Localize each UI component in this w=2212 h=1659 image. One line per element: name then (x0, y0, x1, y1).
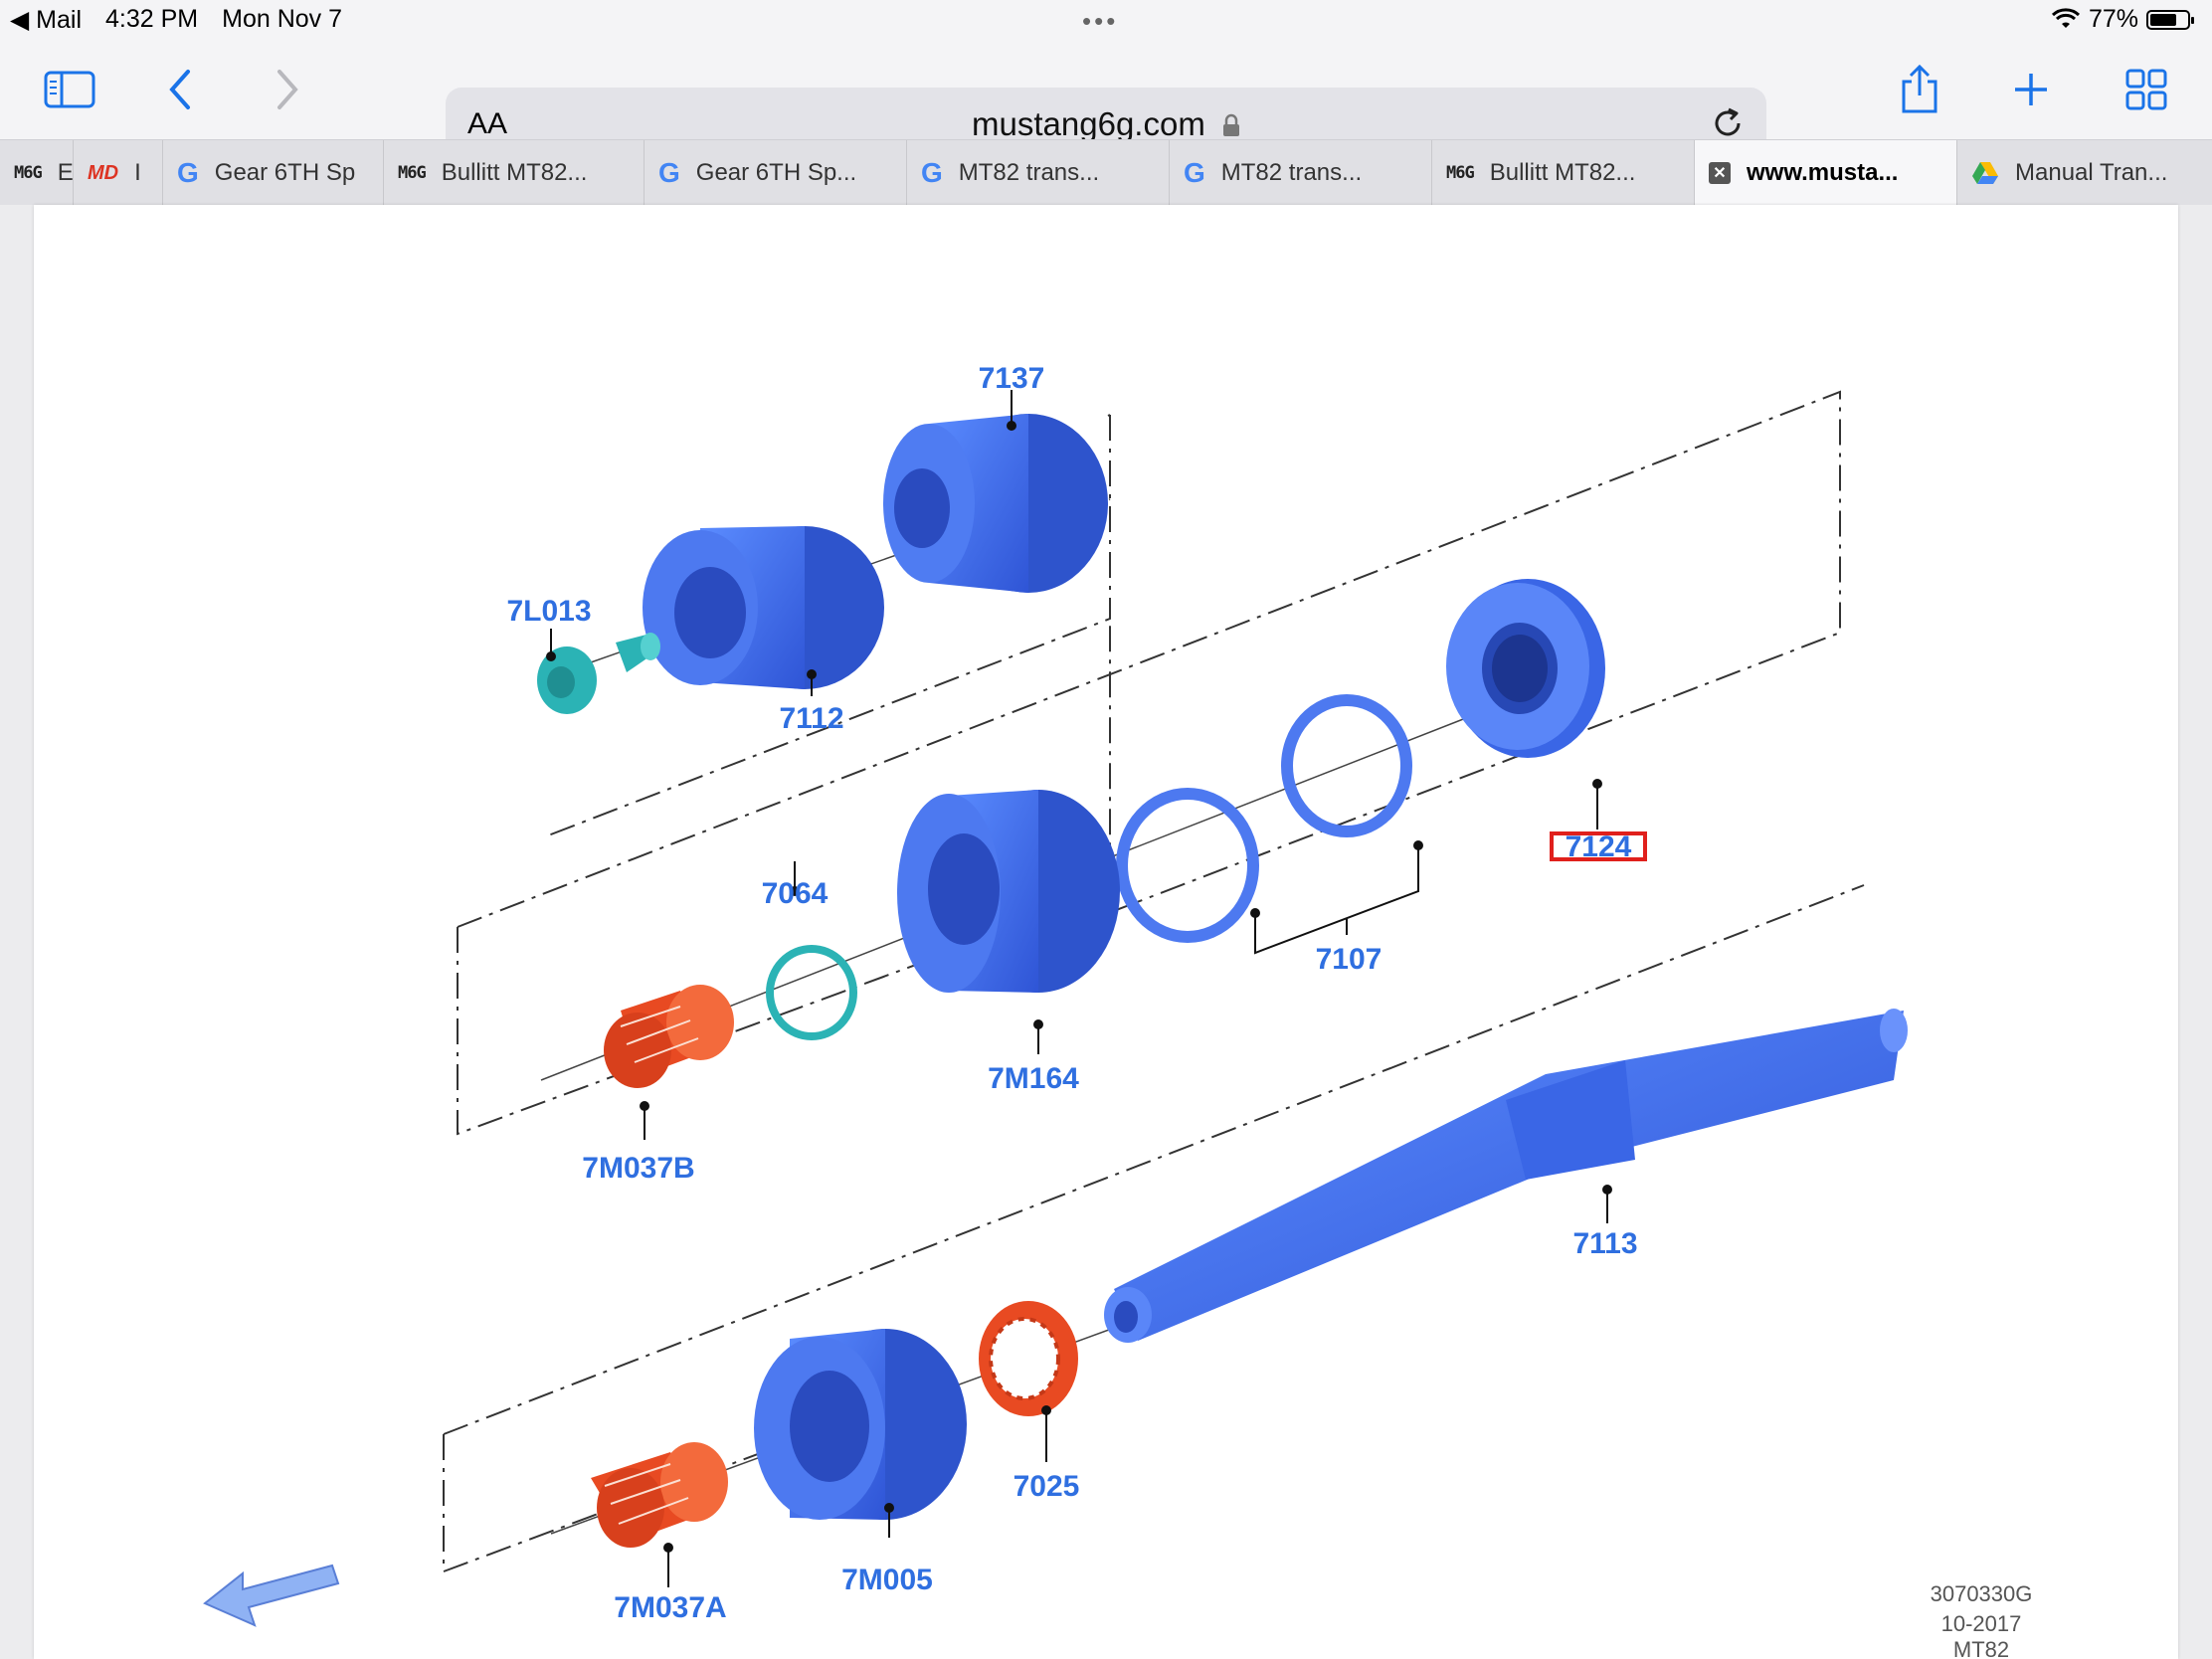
label-7M037A[interactable]: 7M037A (614, 1591, 726, 1624)
exploded-parts-diagram: 7137 7L013 7112 7124 7064 7107 7M164 7M0… (203, 362, 2033, 1659)
m6g-favicon-icon: M6G (1446, 163, 1475, 183)
tab-2[interactable]: MD I (74, 140, 163, 206)
label-7L013[interactable]: 7L013 (506, 595, 591, 628)
part-7M164-gear[interactable] (897, 790, 1120, 993)
status-bar: ◀ Mail 4:32 PM Mon Nov 7 ••• 77% (0, 0, 2212, 40)
status-date: Mon Nov 7 (222, 5, 343, 33)
label-7M164[interactable]: 7M164 (988, 1062, 1079, 1095)
back-button[interactable] (151, 60, 211, 119)
label-7113[interactable]: 7113 (1572, 1227, 1637, 1260)
url-text: mustang6g.com (972, 105, 1205, 142)
part-7113-shaft[interactable] (1104, 1009, 1908, 1343)
tab-title: I (134, 159, 141, 186)
tab-10[interactable]: Manual Tran... (1957, 140, 2212, 206)
browser-toolbar: AA mustang6g.com (0, 40, 2212, 159)
google-favicon-icon: G (921, 157, 943, 188)
part-7025-cage-bearing[interactable] (979, 1301, 1078, 1416)
label-7M005[interactable]: 7M005 (841, 1564, 933, 1596)
reload-icon[interactable] (1709, 103, 1749, 143)
google-favicon-icon: G (177, 157, 199, 188)
label-7025[interactable]: 7025 (1014, 1470, 1080, 1503)
status-time: 4:32 PM (105, 5, 199, 33)
tab-title: Manual Tran... (2015, 159, 2168, 186)
part-7107-sync-rings[interactable] (1116, 694, 1412, 943)
tab-9-active[interactable]: ✕ www.musta... (1695, 140, 1957, 206)
tab-3[interactable]: G Gear 6TH Sp (163, 140, 384, 206)
close-tab-icon[interactable]: ✕ (1709, 162, 1731, 184)
label-7137[interactable]: 7137 (979, 362, 1045, 395)
web-content: 7137 7L013 7112 7124 7064 7107 7M164 7M0… (0, 205, 2212, 1659)
label-7124[interactable]: 7124 (1566, 830, 1632, 863)
wifi-icon (2051, 7, 2080, 28)
label-7064[interactable]: 7064 (762, 877, 829, 910)
tab-bar: M6G E MD I G Gear 6TH Sp M6G Bullitt MT82...… (0, 139, 2212, 207)
part-7112-gear[interactable] (643, 526, 884, 689)
part-7124-hub[interactable] (1446, 579, 1605, 758)
part-7M037B-needle-bearing[interactable] (604, 985, 734, 1088)
new-tab-plus-icon[interactable] (2001, 60, 2061, 119)
forward-button[interactable] (257, 60, 316, 119)
tab-title: Gear 6TH Sp (214, 159, 356, 186)
drawing-model: MT82 (1953, 1637, 2009, 1659)
battery-percent: 77% (2088, 5, 2138, 33)
google-favicon-icon: G (658, 157, 680, 188)
tab-title: www.musta... (1747, 159, 1899, 186)
m6g-favicon-icon: M6G (14, 163, 43, 183)
google-drive-favicon-icon (1972, 162, 1998, 184)
google-favicon-icon: G (1184, 157, 1205, 188)
tab-title: E (57, 159, 74, 186)
drawing-ref-number: 3070330G (1931, 1581, 2033, 1606)
highlighted-part-box (1550, 831, 1647, 861)
m6g-favicon-icon: M6G (398, 163, 427, 183)
tab-title: MT82 trans... (1220, 159, 1363, 186)
tab-5[interactable]: G Gear 6TH Sp... (645, 140, 907, 206)
multitasking-dots-icon[interactable]: ••• (1082, 6, 1119, 36)
label-7112[interactable]: 7112 (779, 702, 843, 735)
tab-6[interactable]: G MT82 trans... (907, 140, 1170, 206)
tab-1[interactable]: M6G E (0, 140, 74, 206)
drawing-date: 10-2017 (1941, 1611, 2022, 1636)
url-display[interactable]: mustang6g.com (446, 105, 1766, 143)
reader-aa-button[interactable]: AA (467, 107, 508, 140)
tab-title: MT82 trans... (958, 159, 1100, 186)
tab-overview-icon[interactable] (2117, 60, 2176, 119)
part-7M037A-needle-bearing[interactable] (591, 1442, 728, 1548)
battery-icon (2146, 9, 2194, 30)
lock-icon (1222, 113, 1239, 136)
sidebar-toggle-icon[interactable] (40, 60, 99, 119)
parts-diagram-page: 7137 7L013 7112 7124 7064 7107 7M164 7M0… (34, 205, 2178, 1659)
tab-title: Gear 6TH Sp... (695, 159, 857, 186)
back-to-app-link[interactable]: ◀ Mail (10, 6, 83, 34)
tab-title: Bullitt MT82... (441, 159, 588, 186)
part-7064-snap-ring[interactable] (766, 945, 857, 1040)
share-icon[interactable] (1890, 60, 1949, 119)
tab-7[interactable]: G MT82 trans... (1170, 140, 1432, 206)
tab-4[interactable]: M6G Bullitt MT82... (384, 140, 645, 206)
address-bar[interactable]: AA mustang6g.com (446, 88, 1766, 159)
tab-8[interactable]: M6G Bullitt MT82... (1432, 140, 1695, 206)
assembly-outline-top (542, 414, 1111, 838)
tab-title: Bullitt MT82... (1489, 159, 1636, 186)
part-7M005-gear[interactable] (754, 1329, 967, 1520)
leader-lines (546, 390, 1612, 1587)
label-7M037B[interactable]: 7M037B (582, 1152, 694, 1185)
part-7L013-pin[interactable] (537, 633, 660, 714)
md-favicon-icon: MD (88, 161, 119, 184)
part-7137-gear[interactable] (883, 414, 1108, 593)
direction-arrow-icon (203, 1564, 340, 1627)
label-7107[interactable]: 7107 (1316, 943, 1382, 976)
